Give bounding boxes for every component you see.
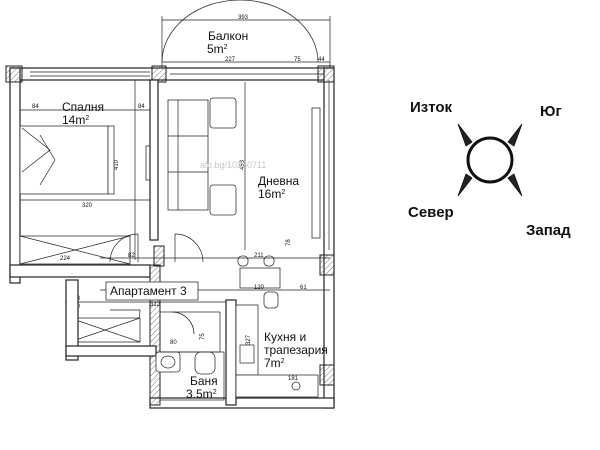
kitchen-left-wall [225, 299, 237, 406]
bed-headboard [107, 125, 115, 195]
dim-hall-224: 224 [60, 256, 71, 262]
wardrobe-diag-2 [19, 235, 131, 265]
column-top-right [317, 65, 335, 83]
dim-top-75: 75 [294, 57, 301, 63]
compass-needle-nw [457, 123, 473, 147]
dim-kit-327: 327 [246, 334, 252, 345]
dining-chair-3 [263, 291, 279, 309]
dim-bed-left: 84 [32, 104, 39, 110]
balcony-area: 393 227 75 44 Балкон 5m2 [161, 0, 331, 70]
kitchen-name-1: Кухня и [264, 330, 306, 344]
dim-hall-61: 61 [300, 285, 307, 291]
outer-walls [5, 65, 335, 409]
toilet [194, 351, 216, 375]
dining-chair-1 [237, 255, 249, 267]
dim-kit-181: 181 [288, 376, 299, 382]
compass-ring [466, 136, 514, 184]
bottom-wall [149, 397, 335, 409]
washbasin [155, 351, 181, 373]
washbasin-bowl [160, 355, 176, 369]
left-wall [9, 67, 21, 284]
balcony-area-label: 5m2 [207, 42, 228, 56]
bath-name: Баня [190, 374, 218, 388]
bedroom-tv [145, 145, 151, 181]
bedroom-door-arc [109, 233, 139, 263]
armchair-top [209, 97, 237, 129]
sofa [167, 99, 209, 211]
dim-bed-right: 84 [138, 104, 145, 110]
compass-needle-se [507, 173, 523, 197]
armchair-bottom [209, 184, 237, 216]
bedroom: 84 84 320 410 224 Спалня 14m2 [19, 100, 151, 265]
balcony-arc [161, 0, 319, 63]
living-tv-unit [311, 107, 321, 239]
compass-south-label: Юг [540, 103, 562, 120]
dim-entry-312: 312 [150, 302, 161, 308]
bed [19, 125, 109, 195]
compass-needle-ne [507, 123, 523, 147]
dim-hall-82: 82 [128, 253, 135, 259]
entry-left-wall [65, 279, 79, 361]
kitchen-name-2: трапезария [264, 343, 328, 357]
dim-living-height: 453 [240, 159, 246, 170]
dim-bed-height: 410 [114, 159, 120, 170]
living-name: Дневна [258, 174, 299, 188]
dim-top-total: 393 [238, 15, 249, 21]
living-door-arc [174, 233, 204, 263]
compass-west-label: Запад [526, 222, 571, 239]
bath-door-arc [171, 311, 195, 335]
dim-top-44: 44 [318, 57, 325, 63]
stove-burner [291, 381, 301, 391]
bathroom-upper [159, 311, 221, 353]
bathroom: 75 80 Баня 3.5m2 [155, 311, 225, 401]
apartment-label: Апартамент 3 [110, 284, 187, 298]
watermark: alo.bg/10250711 [200, 160, 266, 170]
entry-bottom-wall [65, 345, 157, 357]
dim-top-balcony: 227 [225, 57, 236, 63]
living-area: 16m2 [258, 187, 285, 201]
shoe-cabinet-diag-2 [69, 317, 141, 343]
dim-living-width: 78 [286, 239, 292, 246]
dining-chair-2 [263, 255, 275, 267]
compass-east-label: Изток [410, 99, 453, 116]
dim-bed-width: 320 [82, 203, 93, 209]
column-top-left [5, 65, 23, 83]
kitchen-area: 7m2 [264, 356, 285, 370]
compass-needle-sw [457, 173, 473, 197]
apartment-label-box [105, 281, 199, 301]
kitchen: 327 181 Кухня и трапезария 7m2 [225, 299, 328, 406]
dining-table [239, 267, 281, 289]
compass: Изток Юг Север Запад [408, 99, 571, 239]
bed-pillow-right [39, 134, 56, 186]
bedroom-area: 14m2 [62, 113, 89, 127]
compass-north-label: Север [408, 204, 454, 221]
kitchen-sink [239, 344, 255, 364]
hall-column [153, 245, 165, 267]
dim-bath-80: 80 [170, 340, 177, 346]
bed-pillow-left [21, 127, 51, 173]
balcony-name: Балкон [208, 29, 248, 43]
column-right-mid [319, 254, 335, 276]
bedroom-name: Спалня [62, 100, 104, 114]
column-right-low [319, 364, 335, 386]
dim-hall-120: 120 [254, 285, 265, 291]
dim-bath-75: 75 [200, 333, 206, 340]
bath-area: 3.5m2 [186, 387, 217, 401]
column-top-mid [151, 65, 167, 83]
kitchen-counter-bottom [235, 374, 319, 398]
dim-hall-211: 211 [254, 253, 264, 259]
lower-left-wall [9, 264, 151, 278]
living-room: 453 78 Дневна 16m2 [167, 82, 321, 309]
hall: 82 211 120 61 Апартамент 3 103 210 312 [65, 233, 330, 361]
bedroom-living-wall [149, 79, 159, 241]
